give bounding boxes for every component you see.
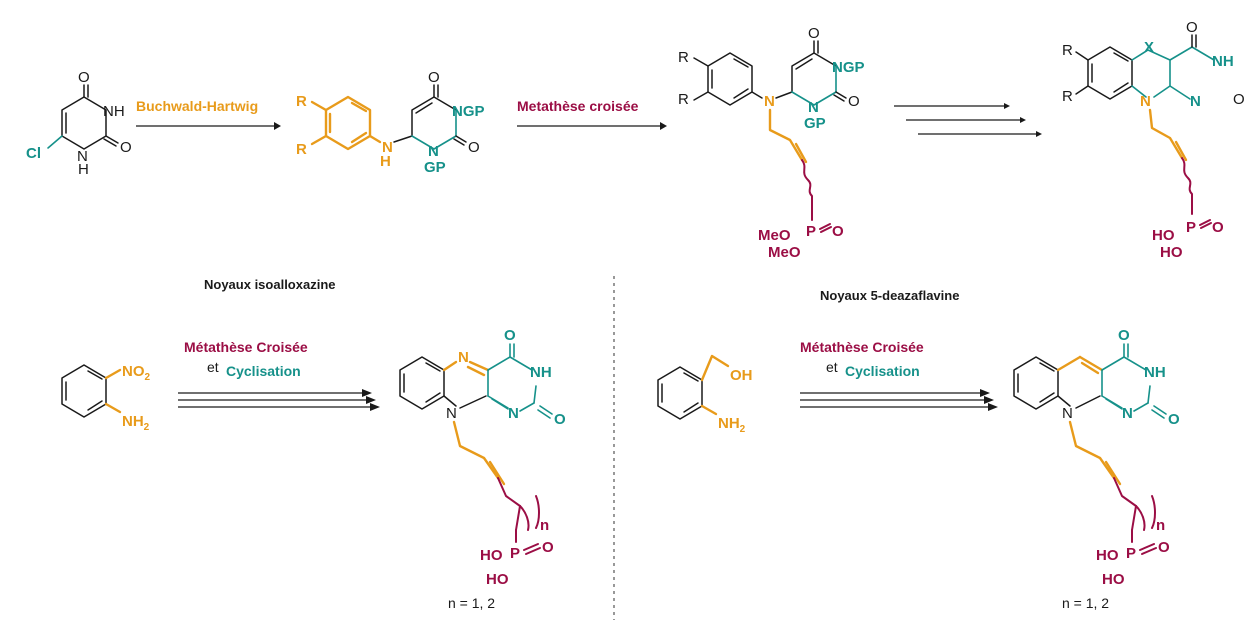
- metathesis-product-structure: R R N O NGP N GP O P O MeO MeO: [678, 25, 865, 261]
- atom-n: N: [458, 349, 469, 366]
- atom-nh: NH: [1212, 53, 1234, 70]
- reaction-arrow-1: Buchwald-Hartwig: [136, 98, 281, 130]
- reaction-arrow-2: Metathèse croisée: [517, 98, 667, 130]
- atom-ho: HO: [1152, 227, 1175, 244]
- atom-o: O: [504, 327, 516, 344]
- atom-o: O: [1158, 539, 1170, 556]
- atom-meo: MeO: [758, 227, 791, 244]
- atom-o: O: [78, 69, 90, 86]
- atom-ngp: NGP: [832, 59, 865, 76]
- atom-ho: HO: [486, 571, 509, 588]
- isoalloxazine-title: Noyaux isoalloxazine: [204, 277, 336, 292]
- atom-nh2: NH2: [718, 415, 746, 435]
- left-reagent-et: et: [207, 359, 219, 375]
- atom-n: N: [1140, 93, 1151, 110]
- atom-n: N: [764, 93, 775, 110]
- atom-r: R: [1062, 42, 1073, 59]
- atom-o: O: [1186, 19, 1198, 36]
- left-reagent-cyclisation: Cyclisation: [226, 363, 301, 379]
- left-n-values: n = 1, 2: [448, 595, 495, 611]
- atom-cl: Cl: [26, 145, 41, 162]
- atom-p: P: [1186, 219, 1196, 236]
- buchwald-hartwig-label: Buchwald-Hartwig: [136, 98, 258, 114]
- atom-o: O: [1118, 327, 1130, 344]
- atom-o: O: [428, 69, 440, 86]
- atom-r: R: [678, 49, 689, 66]
- atom-nh: NH: [1144, 364, 1166, 381]
- nitroaniline-structure: NO2 NH2: [61, 363, 151, 433]
- right-n-values: n = 1, 2: [1062, 595, 1109, 611]
- atom-ho: HO: [1096, 547, 1119, 564]
- aminobenzylalcohol-structure: OH NH2: [657, 354, 753, 435]
- atom-r: R: [678, 91, 689, 108]
- atom-n: N: [1062, 405, 1073, 422]
- atom-p: P: [1126, 545, 1136, 562]
- atom-n: N: [428, 143, 439, 160]
- atom-ho: HO: [1160, 244, 1183, 261]
- isoalloxazine-product-structure: N N O NH N O n P O HO HO n = 1, 2: [399, 327, 566, 611]
- atom-oh: OH: [730, 367, 753, 384]
- atom-o: O: [808, 25, 820, 42]
- atom-o: O: [832, 223, 844, 240]
- atom-o: O: [1212, 219, 1224, 236]
- atom-nh: NH: [103, 103, 125, 120]
- atom-n: N: [1122, 405, 1133, 422]
- right-reagent-metathese: Métathèse Croisée: [800, 339, 924, 355]
- atom-o: O: [120, 139, 132, 156]
- atom-h: H: [78, 161, 89, 178]
- n-subscript: n: [1156, 517, 1165, 534]
- left-multistep-arrows: [178, 389, 380, 411]
- deazaflavin-product-structure: N O NH N O n P O HO HO n = 1, 2: [1013, 327, 1180, 611]
- atom-no2: NO2: [122, 363, 151, 383]
- atom-o: O: [848, 93, 860, 110]
- left-reagent-metathese: Métathèse Croisée: [184, 339, 308, 355]
- metathese-label: Metathèse croisée: [517, 98, 639, 114]
- atom-n: N: [382, 139, 393, 156]
- atom-ho: HO: [1102, 571, 1125, 588]
- atom-n: N: [77, 148, 88, 165]
- atom-n: N: [508, 405, 519, 422]
- atom-p: P: [806, 223, 816, 240]
- right-reagent-cyclisation: Cyclisation: [845, 363, 920, 379]
- atom-meo: MeO: [768, 244, 801, 261]
- right-reagent-et: et: [826, 359, 838, 375]
- atom-nh2: NH2: [122, 413, 150, 433]
- atom-r: R: [296, 141, 307, 158]
- atom-gp: GP: [804, 115, 826, 132]
- atom-o: O: [554, 411, 566, 428]
- atom-n: N: [1190, 93, 1201, 110]
- chlorouracil-structure: O NH N H O Cl: [26, 69, 132, 178]
- n-subscript: n: [540, 517, 549, 534]
- atom-o: O: [1168, 411, 1180, 428]
- atom-n: N: [446, 405, 457, 422]
- atom-h: H: [380, 153, 391, 170]
- atom-o: O: [1233, 91, 1245, 108]
- atom-o: O: [468, 139, 480, 156]
- atom-nh: NH: [530, 364, 552, 381]
- atom-o: O: [542, 539, 554, 556]
- atom-ngp: NGP: [452, 103, 485, 120]
- deazaflavine-title: Noyaux 5-deazaflavine: [820, 288, 959, 303]
- atom-p: P: [510, 545, 520, 562]
- atom-gp: GP: [424, 159, 446, 176]
- atom-r: R: [1062, 88, 1073, 105]
- atom-ho: HO: [480, 547, 503, 564]
- right-multistep-arrows: [800, 389, 998, 411]
- multistep-arrows: [894, 103, 1042, 137]
- atom-n: N: [808, 99, 819, 116]
- atom-x: X: [1144, 39, 1154, 56]
- atom-r: R: [296, 93, 307, 110]
- aminouracil-structure: R R N H O NGP N GP O: [296, 69, 485, 176]
- flavin-product-structure: R R X N O NH N O P O HO HO: [1062, 19, 1245, 261]
